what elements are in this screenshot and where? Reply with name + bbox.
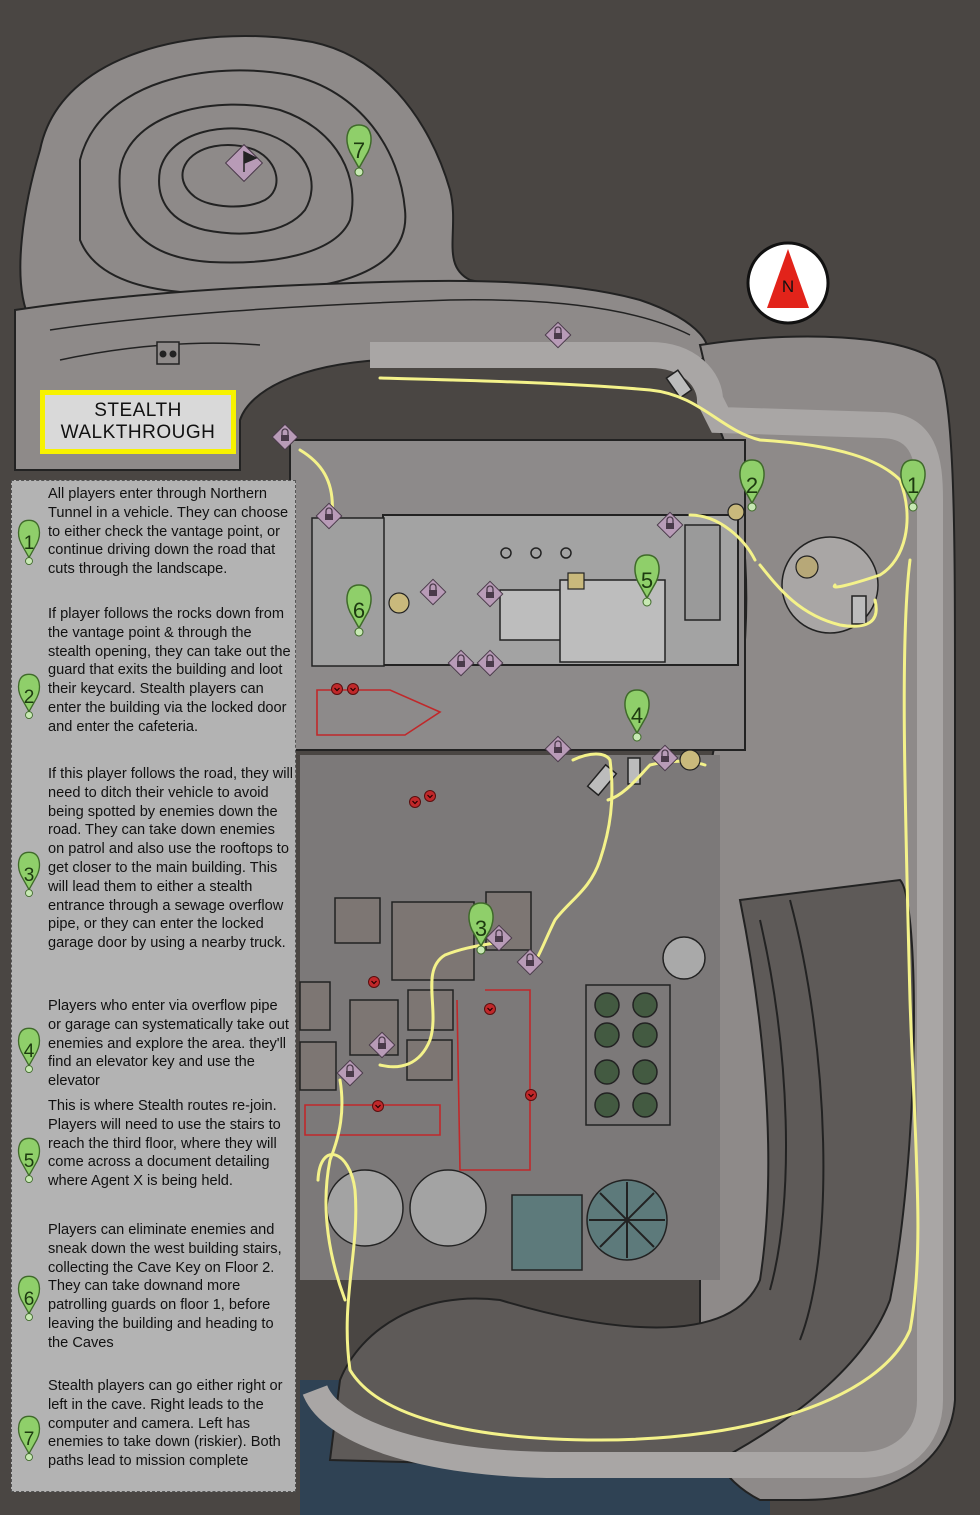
patrol-route — [304, 1104, 441, 1136]
step-text: Players who enter via overflow pipe or g… — [48, 998, 289, 1090]
svg-text:7: 7 — [24, 1429, 35, 1450]
vent — [560, 547, 572, 559]
step-text: All players enter through Northern Tunne… — [48, 486, 289, 578]
svg-text:4: 4 — [631, 703, 643, 728]
svg-text:6: 6 — [353, 598, 365, 623]
map-marker-1: 1 — [900, 459, 926, 512]
vent — [500, 547, 512, 559]
rooftop — [407, 989, 454, 1031]
enemy-icon — [330, 682, 344, 696]
road — [302, 342, 943, 1478]
marker-pin-icon: 3 — [17, 851, 41, 898]
binoculars-icon — [795, 555, 819, 579]
svg-text:3: 3 — [475, 916, 487, 941]
svg-text:1: 1 — [907, 473, 919, 498]
step-text: If this player follows the road, they wi… — [48, 766, 293, 952]
enemy-icon — [483, 1002, 497, 1016]
svg-text:2: 2 — [24, 687, 35, 708]
cave-interior — [328, 878, 915, 1472]
vehicle-icon — [665, 369, 693, 399]
svg-text:7: 7 — [353, 138, 365, 163]
vent — [530, 547, 542, 559]
rooftop — [299, 981, 331, 1031]
flag-icon — [243, 150, 258, 172]
map-marker-4: 4 — [624, 689, 650, 742]
svg-text:4: 4 — [24, 1041, 35, 1062]
contour-line — [181, 144, 278, 208]
svg-text:2: 2 — [746, 473, 758, 498]
enemy-icon — [524, 1088, 538, 1102]
marker-pin-icon: 1 — [17, 519, 41, 566]
rooftop — [391, 901, 475, 981]
rooftop — [299, 1041, 337, 1091]
pump-house — [511, 1194, 583, 1271]
svg-text:6: 6 — [24, 1289, 35, 1310]
binoculars-icon — [679, 749, 701, 771]
storage-tank — [326, 1169, 404, 1247]
patrol-route — [316, 689, 442, 736]
marker-pin-icon: 2 — [17, 673, 41, 720]
tank-grid — [594, 992, 658, 1118]
map-marker-2: 2 — [739, 459, 765, 512]
rooftop — [334, 897, 381, 944]
building-room — [499, 589, 566, 641]
vehicle-icon — [851, 595, 867, 625]
compass-label: N — [782, 277, 794, 296]
svg-text:5: 5 — [641, 568, 653, 593]
marker-pin-icon: 7 — [17, 1415, 41, 1462]
enemy-icon — [367, 975, 381, 989]
map-marker-5: 5 — [634, 554, 660, 607]
svg-text:5: 5 — [24, 1151, 35, 1172]
title-line-2: WALKTHROUGH — [60, 422, 216, 443]
storage-tank — [409, 1169, 487, 1247]
binoculars-icon — [388, 592, 410, 614]
map-marker-7: 7 — [346, 124, 372, 177]
contour-line — [789, 899, 825, 1341]
marker-pin-icon: 4 — [17, 1027, 41, 1074]
patrol-route — [456, 989, 531, 1171]
walkthrough-legend: 1 All players enter through Northern Tun… — [11, 480, 296, 1492]
map-marker-3: 3 — [468, 902, 494, 955]
map-marker-6: 6 — [346, 584, 372, 637]
contour-line — [759, 919, 787, 1291]
binoculars-lens — [169, 350, 177, 358]
step-text: If player follows the rocks down from th… — [48, 606, 291, 735]
svg-text:3: 3 — [24, 865, 35, 886]
stealth-route — [298, 376, 920, 1442]
north-compass-icon: N — [746, 241, 830, 325]
marker-pin-icon: 6 — [17, 1275, 41, 1322]
building-room — [684, 524, 721, 621]
contour-line — [49, 299, 691, 336]
title-line-1: STEALTH — [94, 400, 182, 421]
svg-text:1: 1 — [24, 533, 35, 554]
contour-line — [118, 103, 354, 264]
contour-line — [158, 127, 313, 235]
elevator-icon — [567, 572, 585, 590]
enemy-icon — [371, 1099, 385, 1113]
marker-pin-icon: 5 — [17, 1137, 41, 1184]
step-text: This is where Stealth routes re-join. Pl… — [48, 1098, 281, 1190]
water-tower — [662, 936, 706, 980]
binoculars-icon — [156, 341, 180, 365]
enemy-icon — [346, 682, 360, 696]
enemy-icon — [423, 789, 437, 803]
enemy-icon — [408, 795, 422, 809]
binoculars-icon — [727, 503, 745, 521]
title-box: STEALTH WALKTHROUGH — [40, 390, 236, 454]
step-text: Stealth players can go either right or l… — [48, 1378, 283, 1470]
step-text: Players can eliminate enemies and sneak … — [48, 1222, 282, 1351]
binoculars-lens — [159, 350, 167, 358]
fan-blades — [589, 1182, 665, 1258]
